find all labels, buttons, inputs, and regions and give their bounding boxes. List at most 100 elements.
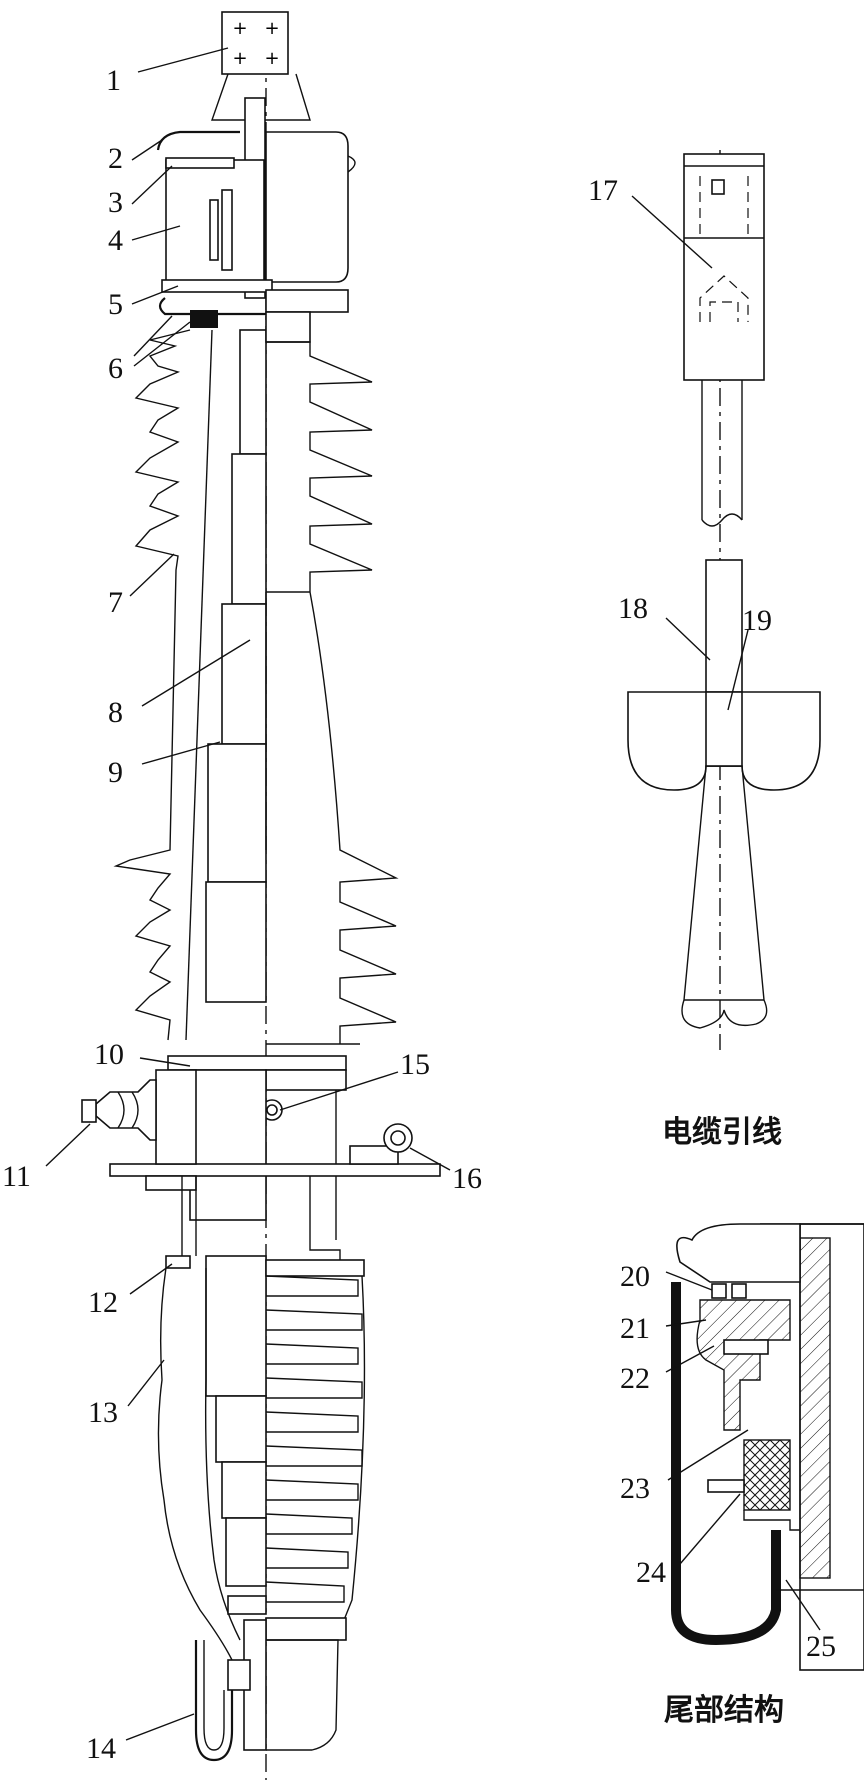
terminal-cross-4: + — [264, 48, 279, 69]
tail-body — [743, 1510, 800, 1531]
part-20 — [711, 1283, 727, 1299]
lower-flange-12 — [165, 1255, 191, 1269]
leader-10 — [139, 1057, 191, 1067]
leader-1 — [137, 47, 229, 73]
leader-14 — [125, 1713, 195, 1741]
bracket-16 — [349, 1145, 399, 1165]
leader-21 — [665, 1319, 707, 1327]
label-15: 15 — [400, 1048, 430, 1081]
stress-cone-line-9 — [185, 329, 213, 1041]
label-20: 20 — [620, 1260, 650, 1293]
head-knob — [347, 155, 356, 173]
mid-flange-10 — [167, 1055, 347, 1071]
leader-6a — [133, 315, 173, 357]
head-cover — [265, 131, 349, 283]
cable-break-bottom — [681, 999, 768, 1029]
part-22 — [723, 1339, 769, 1355]
cable-lead-detail — [627, 150, 821, 1050]
leader-20 — [665, 1271, 713, 1291]
leader-24 — [679, 1493, 741, 1565]
leader-17 — [631, 195, 713, 269]
base-plate — [109, 1163, 441, 1177]
leader-18 — [665, 617, 711, 661]
u-bend-14-inner — [203, 1640, 225, 1751]
label-8: 8 — [108, 696, 123, 729]
base-plate-sub — [145, 1175, 197, 1191]
cable-taper — [683, 765, 765, 1001]
valve-block — [155, 1069, 197, 1165]
leader-lines — [45, 47, 821, 1741]
base-block-2 — [227, 1659, 251, 1691]
right-sheds-upper — [265, 311, 399, 1045]
mid-flange-band — [265, 1069, 347, 1091]
main-bushing: + + + + — [81, 11, 441, 1780]
right-sheds-lower — [265, 1176, 366, 1751]
leader-23 — [667, 1429, 749, 1481]
terminal-cross-3: + — [232, 48, 247, 69]
lower-stage-1 — [205, 1255, 267, 1397]
leader-6b — [133, 321, 191, 367]
part-20b — [731, 1283, 747, 1299]
leader-22 — [665, 1345, 715, 1373]
lug-17-arrow — [699, 275, 749, 322]
leader-4 — [131, 225, 181, 241]
leader-16 — [409, 1147, 451, 1171]
leader-3 — [131, 165, 173, 205]
label-25: 25 — [806, 1630, 836, 1663]
leader-9 — [141, 741, 221, 765]
label-18: 18 — [618, 592, 648, 625]
label-12: 12 — [88, 1286, 118, 1319]
flange-right — [265, 289, 349, 313]
label-10: 10 — [94, 1038, 124, 1071]
tail-structure-detail — [671, 1223, 864, 1671]
label-17: 17 — [588, 174, 618, 207]
lower-stage-4 — [225, 1517, 267, 1587]
label-4: 4 — [108, 224, 123, 257]
label-7: 7 — [108, 586, 123, 619]
terminal-cross-1: + — [232, 18, 247, 39]
label-2: 2 — [108, 142, 123, 175]
cable-upper — [701, 380, 743, 520]
valve-detail — [117, 1091, 139, 1129]
inner-stage-1 — [239, 329, 267, 455]
inner-stage-2 — [231, 453, 267, 605]
valve-nut — [81, 1099, 97, 1123]
lower-stage-3 — [221, 1461, 267, 1519]
flange-5 — [161, 279, 273, 293]
lug-17-hole — [711, 179, 725, 195]
callout-labels: 1 2 3 4 5 6 7 8 9 10 11 12 13 14 15 16 1… — [2, 64, 836, 1765]
part-21 — [696, 1299, 791, 1431]
label-24: 24 — [636, 1556, 666, 1589]
leader-11 — [45, 1123, 91, 1167]
shed-profile-upper — [113, 329, 191, 1041]
leader-5 — [131, 285, 179, 305]
tail-cap — [676, 1223, 801, 1283]
label-16: 16 — [452, 1162, 482, 1195]
head-hook-2 — [156, 130, 240, 151]
part-24 — [707, 1479, 745, 1493]
leader-2 — [131, 139, 163, 161]
label-22: 22 — [620, 1362, 650, 1395]
label-3: 3 — [108, 186, 123, 219]
cone-19-core — [705, 691, 743, 767]
part-23 — [743, 1439, 791, 1511]
label-5: 5 — [108, 288, 123, 321]
cable-jacket-13-inner — [204, 1268, 241, 1641]
label-11: 11 — [2, 1160, 31, 1193]
head-bolt — [209, 199, 219, 261]
leader-19 — [727, 629, 749, 711]
cable-jacket-13 — [157, 1267, 233, 1661]
u-bend-14 — [194, 1640, 234, 1762]
label-1: 1 — [106, 64, 121, 97]
head-plate-3 — [165, 157, 235, 169]
lower-stage-2 — [215, 1395, 267, 1463]
head-clamp — [221, 189, 233, 271]
label-13: 13 — [88, 1396, 118, 1429]
leader-25 — [785, 1579, 821, 1631]
label-9: 9 — [108, 756, 123, 789]
caption-tail-structure: 尾部结构 — [664, 1693, 784, 1728]
cable-break-top — [701, 513, 743, 527]
lug-16-inner — [390, 1130, 406, 1146]
